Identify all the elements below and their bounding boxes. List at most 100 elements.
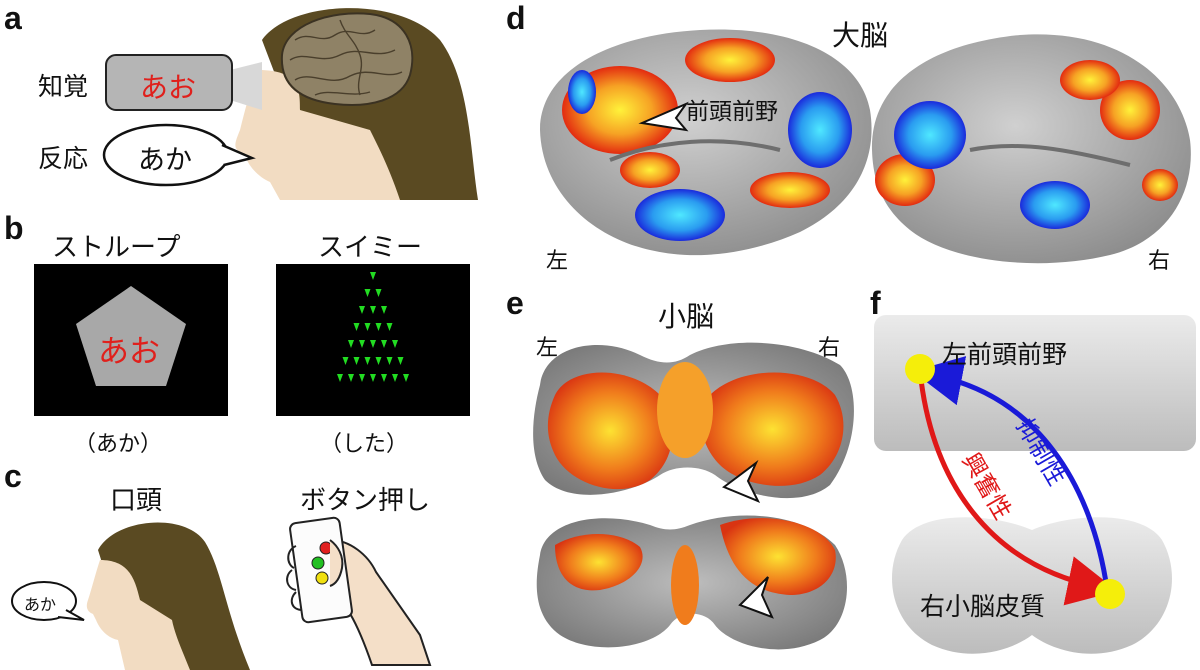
pentagon-shape bbox=[76, 286, 186, 386]
small-hair-shape bbox=[98, 522, 250, 670]
panel-c: c 口頭 ボタン押し あか bbox=[0, 458, 480, 670]
right-temporal-deactivation bbox=[1020, 181, 1090, 229]
perceived-word: あお bbox=[140, 71, 197, 104]
left-prefrontal-node bbox=[905, 354, 935, 384]
triangle-formation bbox=[337, 272, 409, 382]
swimmy-triangle bbox=[392, 374, 398, 382]
swimmy-triangle bbox=[348, 340, 354, 348]
perception-cone bbox=[230, 62, 262, 110]
swimmy-triangle bbox=[359, 374, 365, 382]
swimmy-triangle bbox=[386, 323, 393, 331]
swimmy-answer: （した） bbox=[320, 432, 409, 457]
swimmy-triangle bbox=[375, 357, 382, 365]
cerebellar-cortex-surface bbox=[892, 517, 1172, 654]
upper-activation-left bbox=[547, 372, 673, 490]
left-parietal-deactivation bbox=[788, 92, 852, 168]
swimmy-triangle bbox=[403, 374, 409, 382]
brain-shape bbox=[280, 12, 414, 106]
swimmy-triangle bbox=[381, 306, 387, 314]
cerebrum-activation-map bbox=[540, 29, 1191, 264]
right-superior-activation bbox=[1060, 60, 1120, 100]
cerebellum-activation-map bbox=[533, 342, 854, 650]
left-frontal-deactivation bbox=[568, 70, 596, 114]
stroop-title: ストループ bbox=[52, 233, 181, 263]
upper-arrowhead bbox=[721, 459, 761, 503]
right-frontal-activation bbox=[1100, 80, 1160, 140]
cerebrum-left-label: 左 bbox=[546, 249, 569, 274]
cerebrum-right-label: 右 bbox=[1148, 249, 1171, 274]
swimmy-triangle bbox=[364, 289, 371, 297]
reaction-bubble-tail bbox=[221, 143, 256, 167]
right-posterior-activation bbox=[1142, 169, 1178, 201]
lower-activation-vermis bbox=[671, 545, 699, 625]
swimmy-triangle bbox=[370, 306, 376, 314]
right-sylvian-fissure bbox=[969, 144, 1131, 167]
swimmy-triangle bbox=[370, 374, 376, 382]
swimmy-triangle bbox=[364, 323, 371, 331]
right-parietal-deactivation bbox=[894, 101, 966, 169]
swimmy-triangle bbox=[364, 357, 371, 365]
button-press-title: ボタン押し bbox=[300, 486, 431, 516]
swimmy-triangle bbox=[370, 272, 376, 280]
upper-activation-vermis bbox=[657, 362, 713, 458]
left-prefrontal-label: 左前頭前野 bbox=[942, 340, 1068, 369]
reaction-word: あか bbox=[138, 145, 192, 176]
excitatory-pathway bbox=[917, 370, 1118, 606]
swimmy-triangle bbox=[397, 357, 404, 365]
panel-label-b: b bbox=[4, 210, 24, 246]
stroop-pentagon-graphic bbox=[76, 272, 409, 386]
prefrontal-arrowhead bbox=[638, 101, 689, 132]
speech-bubble-tail bbox=[57, 609, 85, 621]
swimmy-triangle bbox=[381, 340, 387, 348]
head-with-brain-illustration bbox=[102, 8, 478, 200]
frontal-cortex-surface bbox=[874, 315, 1196, 451]
button-box bbox=[289, 516, 353, 624]
swimmy-triangle bbox=[386, 357, 393, 365]
panel-label-e: e bbox=[506, 285, 524, 321]
stroop-word: あお bbox=[98, 334, 160, 370]
reaction-label: 反応 bbox=[38, 144, 89, 173]
panel-e: e 小脳 左 右 bbox=[500, 285, 870, 670]
oral-title: 口頭 bbox=[110, 486, 163, 516]
perception-label: 知覚 bbox=[38, 72, 89, 101]
speech-word: あか bbox=[24, 595, 57, 614]
panel-label-f: f bbox=[870, 285, 881, 321]
thumb-shape bbox=[329, 539, 344, 587]
swimmy-triangle bbox=[353, 323, 360, 331]
swimmy-triangle bbox=[392, 340, 398, 348]
swimmy-triangle bbox=[359, 306, 365, 314]
swimmy-triangle bbox=[342, 357, 349, 365]
left-posterior-activation bbox=[750, 172, 830, 208]
panel-label-d: d bbox=[506, 0, 526, 36]
response-modes-illustration bbox=[11, 516, 432, 670]
left-superior-activation bbox=[685, 38, 775, 82]
small-face-shape bbox=[86, 560, 190, 670]
left-inferior-activation bbox=[620, 152, 680, 188]
connectivity-diagram bbox=[874, 315, 1196, 654]
swimmy-triangle bbox=[348, 374, 354, 382]
swimmy-triangle bbox=[337, 374, 343, 382]
panel-d: d 大脳 bbox=[500, 0, 1200, 285]
speech-bubble bbox=[11, 581, 77, 621]
panel-label-c: c bbox=[4, 458, 22, 494]
cerebellum-left-label: 左 bbox=[536, 336, 559, 361]
upper-activation-right bbox=[701, 372, 844, 486]
green-button bbox=[311, 556, 325, 570]
yellow-button bbox=[315, 571, 329, 585]
fingers-shape bbox=[286, 545, 303, 611]
swimmy-triangle bbox=[375, 323, 382, 331]
panel-f: f 左前頭前野 右小脳皮質 抑制性 興奮性 bbox=[862, 285, 1200, 670]
panel-label-a: a bbox=[4, 0, 22, 36]
prefrontal-annotation: 前頭前野 bbox=[686, 99, 778, 125]
cerebrum-title: 大脳 bbox=[832, 19, 889, 52]
perception-box bbox=[105, 54, 233, 111]
right-cerebellar-label: 右小脳皮質 bbox=[920, 592, 1046, 621]
panel-b: b ストループ スイミー あお （あか） （した） bbox=[0, 210, 480, 460]
lower-activation-left bbox=[555, 533, 643, 591]
cerebellum-title: 小脳 bbox=[658, 300, 715, 333]
swimmy-triangle bbox=[353, 357, 360, 365]
swimmy-triangle bbox=[375, 289, 382, 297]
inhibitory-pathway bbox=[912, 356, 1110, 590]
lower-activation-right bbox=[720, 518, 836, 595]
panel-a: a 知覚 反応 あお あか bbox=[0, 0, 480, 205]
